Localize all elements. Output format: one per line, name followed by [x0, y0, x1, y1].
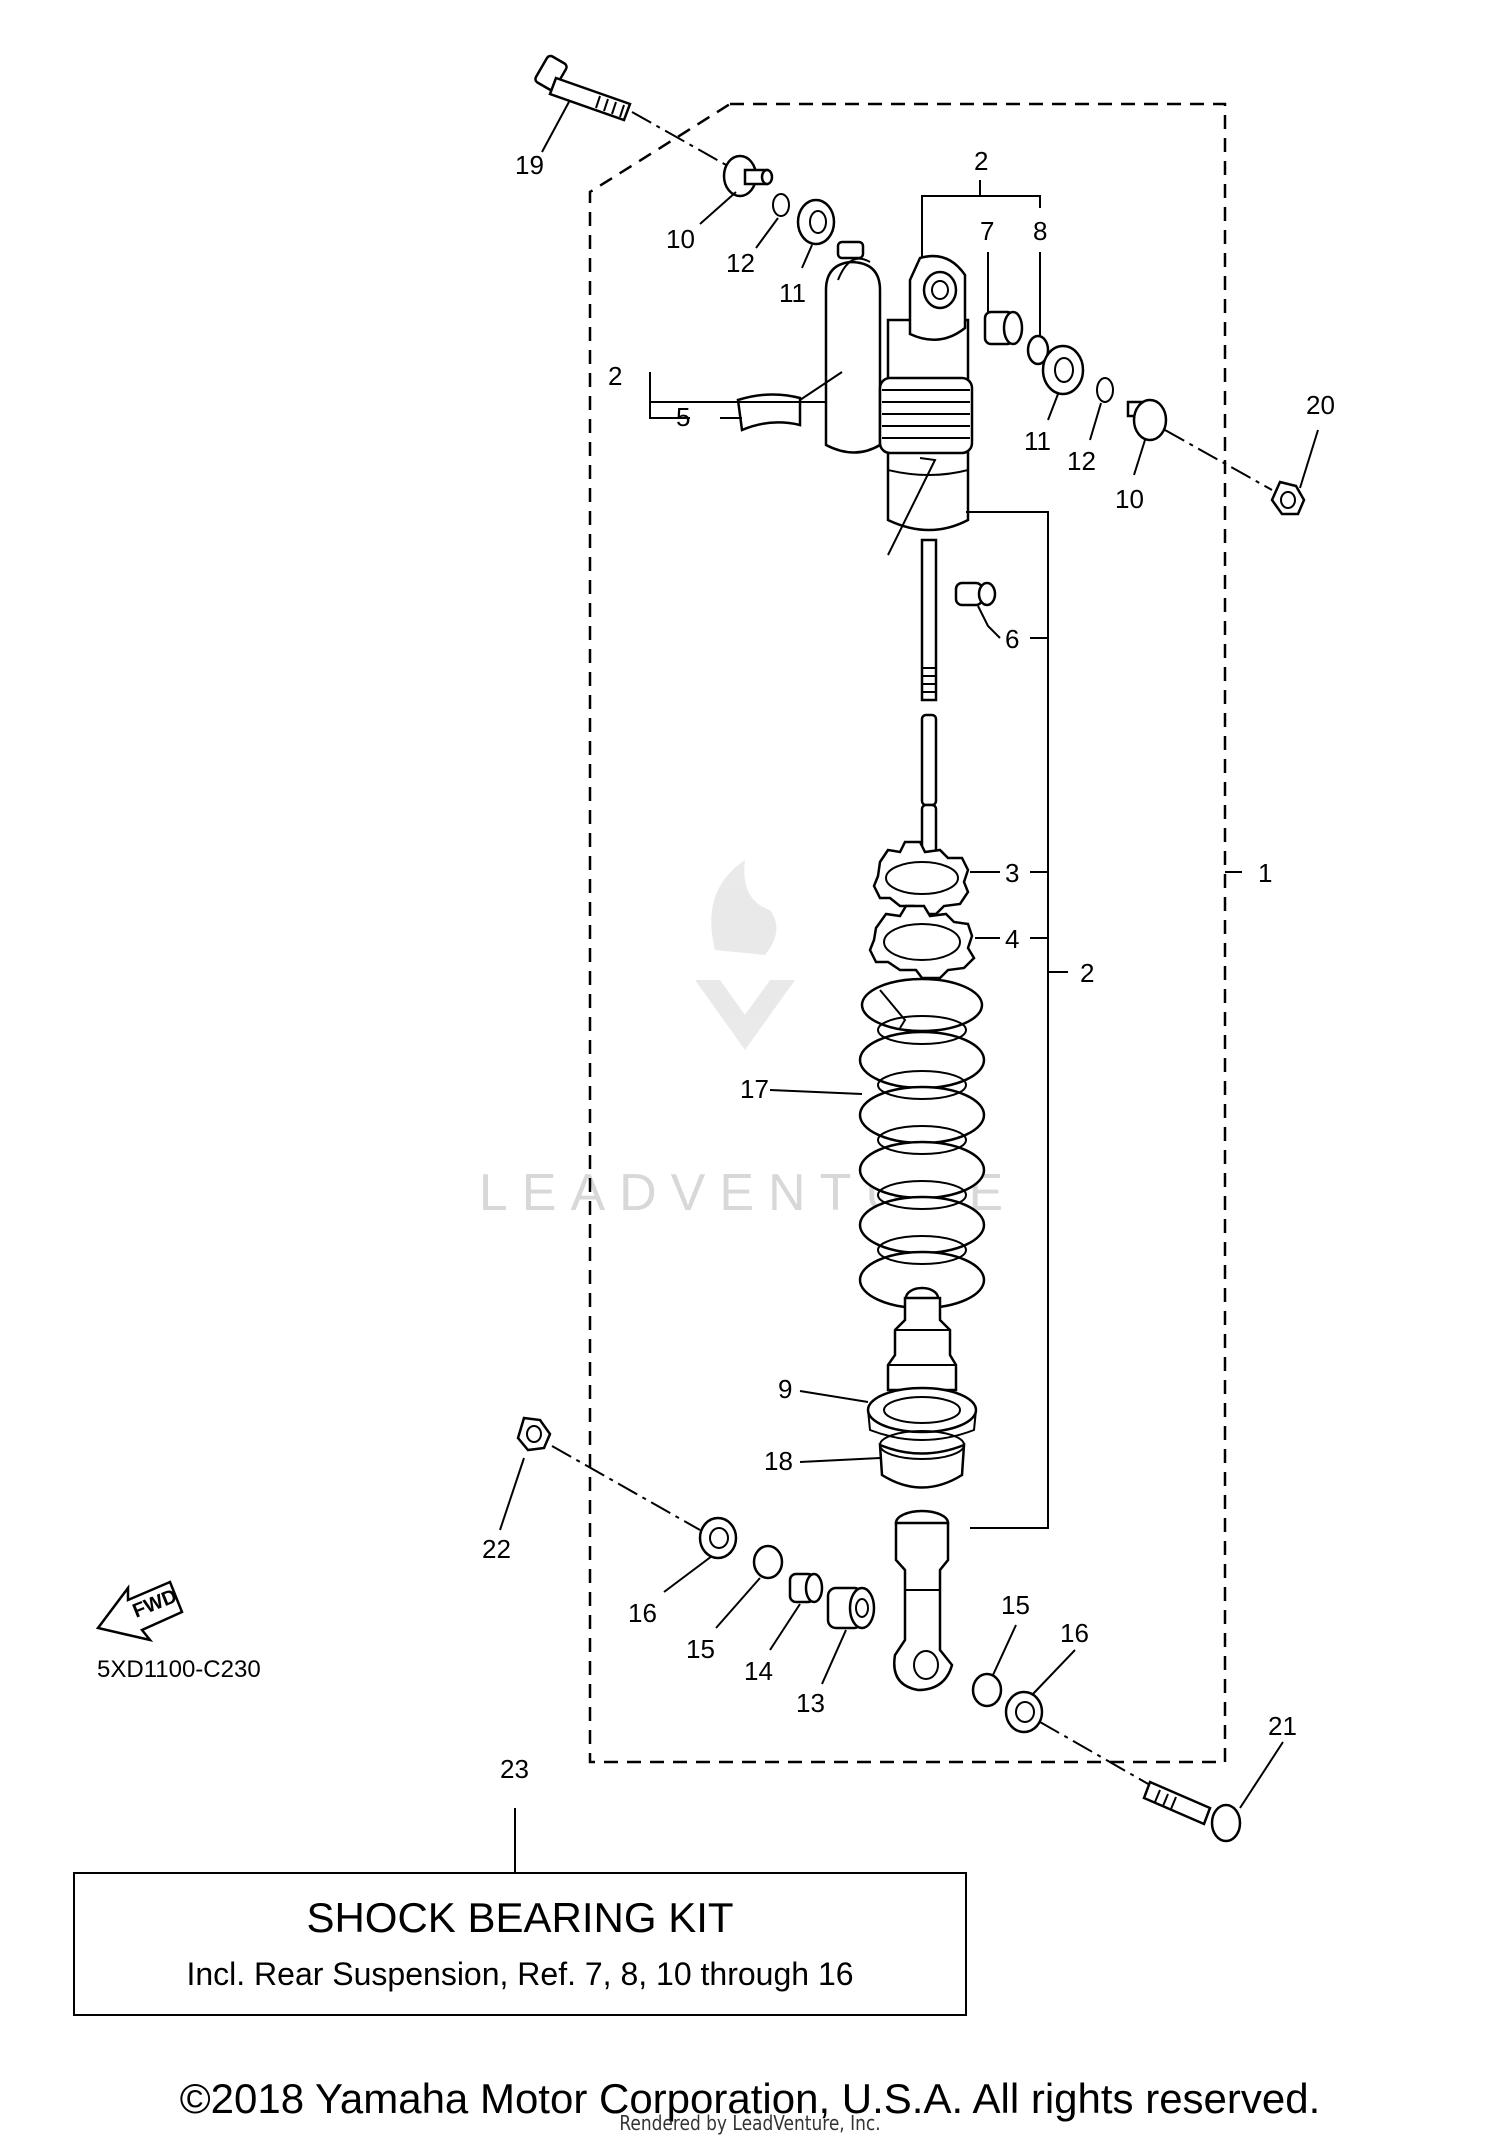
- callout-6: 6: [1005, 624, 1019, 654]
- collar-16-right: [1004, 1690, 1044, 1734]
- collar-10-right: [1126, 398, 1168, 442]
- callout-10-left: 10: [666, 224, 695, 254]
- bearing-13: [826, 1586, 876, 1630]
- callout-8: 8: [1033, 216, 1047, 246]
- callout-3: 3: [1005, 858, 1019, 888]
- assembly-boundary: [588, 102, 1227, 1764]
- axis-lower-left: [551, 1445, 701, 1531]
- callout-11-right: 11: [1024, 426, 1051, 456]
- bump-stop: [886, 1286, 958, 1392]
- callout-16-right: 16: [1060, 1618, 1089, 1648]
- callout-2-left: 2: [608, 361, 622, 391]
- kit-title: SHOCK BEARING KIT: [306, 1894, 734, 1941]
- seal-11-left: [796, 198, 836, 246]
- seal-11-right: [1041, 344, 1085, 396]
- damper-rod: [887, 457, 938, 702]
- oring-12-left: [772, 193, 790, 217]
- kit-box: SHOCK BEARING KIT Incl. Rear Suspension,…: [73, 1872, 967, 2016]
- locknut-4: [868, 904, 976, 980]
- leaders: [499, 99, 1319, 1872]
- cap-6: [954, 581, 997, 607]
- bolt-21: [1142, 1780, 1242, 1843]
- axis-top-left: [631, 111, 736, 171]
- callout-5: 5: [676, 402, 690, 432]
- callout-15-left: 15: [686, 1634, 715, 1664]
- nut-20: [1270, 480, 1306, 516]
- diagram-code: 5XD1100-C230: [97, 1656, 261, 1683]
- callout-20: 20: [1306, 390, 1335, 420]
- spring-17: [858, 977, 986, 1310]
- callout-4: 4: [1005, 924, 1019, 954]
- ring-8: [1026, 334, 1050, 366]
- shock-body: [878, 254, 974, 532]
- seal-15-left: [752, 1544, 784, 1580]
- label-5: [736, 393, 802, 432]
- nut-22: [516, 1416, 552, 1452]
- callout-12-left: 12: [726, 248, 755, 278]
- oring-12-right: [1096, 377, 1114, 403]
- collar-10-left: [722, 154, 774, 198]
- callout-7: 7: [980, 216, 994, 246]
- callout-1: 1: [1258, 858, 1272, 888]
- fwd-arrow-icon: FWD: [95, 1580, 184, 1643]
- callout-18: 18: [764, 1446, 793, 1476]
- callout-15-right: 15: [1001, 1590, 1030, 1620]
- callout-2-right: 2: [1080, 958, 1094, 988]
- callout-9: 9: [778, 1374, 792, 1404]
- bolt-19: [534, 54, 632, 122]
- callout-19: 19: [515, 150, 544, 180]
- seal-15-right: [971, 1672, 1003, 1708]
- callout-16-left: 16: [628, 1598, 657, 1628]
- spring-guide-18: [878, 1430, 966, 1489]
- collar-16-left: [698, 1516, 738, 1560]
- callout-22: 22: [482, 1534, 511, 1564]
- callout-11-left: 11: [779, 278, 806, 308]
- callout-12-right: 12: [1067, 446, 1096, 476]
- axis-top-right: [1164, 429, 1273, 491]
- locknut-3: [872, 840, 970, 916]
- lower-clevis: [893, 1509, 954, 1692]
- guide-pin: [920, 713, 938, 807]
- callout-2-top: 2: [974, 146, 988, 176]
- copyright: ©2018 Yamaha Motor Corporation, U.S.A. A…: [179, 2075, 1321, 2122]
- bushing-14: [788, 1572, 824, 1604]
- callout-23: 23: [500, 1754, 529, 1784]
- rendered-by: Rendered by LeadVenture, Inc.: [619, 2111, 881, 2135]
- reservoir: [824, 240, 882, 454]
- callout-21: 21: [1268, 1711, 1297, 1741]
- kit-subtitle: Incl. Rear Suspension, Ref. 7, 8, 10 thr…: [186, 1956, 854, 1992]
- callout-17: 17: [740, 1074, 769, 1104]
- spring-seat-9: [866, 1386, 978, 1441]
- callout-10-right: 10: [1115, 484, 1144, 514]
- callout-14: 14: [744, 1656, 773, 1686]
- bushing-7: [983, 310, 1024, 346]
- callouts: 19 10 12 11 2 7 8 11 12 10 20 2 5 6 3 4 …: [482, 146, 1335, 1784]
- axis-lower-right: [1039, 1721, 1151, 1786]
- callout-13: 13: [796, 1688, 825, 1718]
